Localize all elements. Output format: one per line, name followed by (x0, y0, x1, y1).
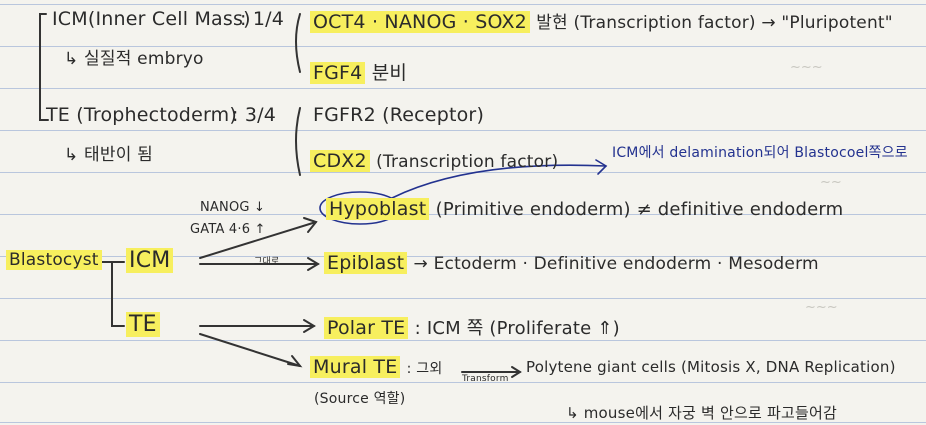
polar-te-note: : ICM 쪽 (Proliferate ⇑) (414, 318, 620, 339)
notebook-line (0, 88, 926, 89)
te-sub: ↳ 태반이 됨 (64, 145, 154, 165)
nanog-marker: NANOG ↓ (200, 200, 266, 215)
polytene-note: Polytene giant cells (Mitosis X, DNA Rep… (526, 358, 896, 376)
icm-ratio: : 1/4 (240, 8, 285, 30)
hypoblast-line: Hypoblast (Primitive endoderm) ≠ definit… (326, 198, 843, 220)
blastocyst-te: TE (126, 312, 160, 337)
notebook-line (0, 172, 926, 173)
cdx2-note: (Transcription factor) (376, 152, 559, 172)
icm-genes-note: 발현 (Transcription factor) → "Pluripotent… (536, 13, 893, 33)
fgfr2-line: FGFR2 (Receptor) (310, 104, 487, 126)
icm-sub: ↳ 실질적 embryo (64, 49, 204, 69)
notebook-line (0, 382, 926, 383)
blastocyst-branch (95, 261, 125, 327)
te-ratio: : 3/4 (232, 104, 277, 126)
icm-genes-highlight: OCT4 · NANOG · SOX2 (310, 11, 530, 33)
blastocyst-icm-highlight: ICM (126, 248, 174, 273)
transform-label: Transform (462, 374, 509, 384)
source-note: (Source 역할) (314, 391, 406, 407)
cdx2-line: CDX2 (Transcription factor) (310, 150, 558, 172)
te-label: TE (Trophectoderm) (46, 104, 237, 126)
hypoblast-note: (Primitive endoderm) ≠ definitive endode… (435, 199, 844, 220)
bracket-left (39, 13, 49, 121)
bleed-through-marks: ~~ (820, 175, 842, 190)
fgf4-line: FGF4 분비 (310, 58, 407, 85)
cdx2-highlight: CDX2 (310, 150, 370, 172)
polar-te-line: Polar TE : ICM 쪽 (Proliferate ⇑) (324, 314, 620, 340)
mural-te-highlight: Mural TE (310, 356, 401, 378)
notebook-line (0, 298, 926, 299)
bracket-te (295, 107, 301, 176)
notebook-line (0, 130, 926, 131)
blastocyst-te-highlight: TE (126, 312, 160, 337)
blastocyst-label: Blastocyst (6, 250, 102, 270)
icm-genes: OCT4 · NANOG · SOX2 발현 (Transcription fa… (310, 8, 893, 33)
notebook-line (0, 256, 926, 257)
bleed-through-marks: ~~~ (790, 60, 823, 75)
fgf4-highlight: FGF4 (310, 62, 366, 84)
epiblast-note: → Ectoderm · Definitive endoderm · Mesod… (413, 254, 819, 274)
polar-te-highlight: Polar TE (324, 317, 409, 339)
mural-te-line: Mural TE : 그외 (310, 356, 442, 378)
notebook-line (0, 214, 926, 215)
hypoblast-highlight: Hypoblast (326, 198, 430, 220)
epiblast-line: Epiblast → Ectoderm · Definitive endoder… (324, 252, 819, 274)
arrow-blue-note (391, 164, 607, 199)
gata-marker: GATA 4·6 ↑ (190, 222, 266, 237)
arrow-icm-hypoblast (199, 221, 317, 259)
icm-label: ICM(Inner Cell Mass) (52, 8, 251, 30)
bracket-icm (295, 13, 301, 73)
arrow-te-mural (199, 333, 301, 367)
fgfr2-text: FGFR2 (Receptor) (313, 104, 485, 126)
bleed-through-marks: ~~~ (805, 300, 838, 315)
notebook-line (0, 422, 926, 423)
notebook-line (0, 340, 926, 341)
mouse-note: ↳ mouse에서 자궁 벽 안으로 파고들어감 (566, 404, 837, 422)
fgf4-note: 분비 (371, 62, 408, 84)
remain-label: 그대로 (254, 257, 280, 267)
blastocyst-highlight: Blastocyst (6, 250, 102, 270)
notebook-line (0, 46, 926, 47)
epiblast-highlight: Epiblast (324, 252, 408, 274)
notebook-line (0, 4, 926, 5)
blastocyst-icm: ICM (126, 248, 174, 273)
blue-note: ICM에서 delamination되어 Blastocoel쪽으로 (612, 145, 908, 161)
mural-te-after: : 그외 (406, 361, 443, 377)
